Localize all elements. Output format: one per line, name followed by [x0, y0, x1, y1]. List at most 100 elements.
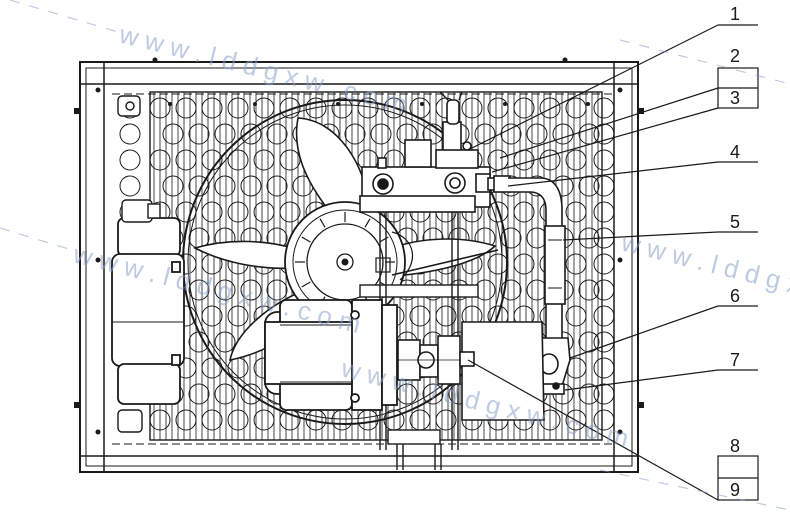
return-bend-right: [593, 97, 615, 119]
coil-tube: [240, 279, 262, 301]
coil-tube: [175, 409, 197, 431]
receiver-drier: [111, 217, 185, 405]
coil-tube: [578, 331, 600, 353]
coil-tube: [487, 253, 509, 275]
coil-tube: [214, 383, 236, 405]
return-bend-right: [593, 175, 615, 197]
coil-tube: [344, 123, 366, 145]
hub-bracket: [375, 231, 499, 281]
left-fittings: [117, 95, 161, 433]
coil-tube: [188, 175, 210, 197]
return-bend-right: [593, 201, 615, 223]
coil-tube: [422, 383, 444, 405]
coil-tube: [487, 97, 509, 119]
hub-tick: [319, 218, 326, 228]
return-bend-right: [593, 253, 615, 275]
coil-tube: [578, 279, 600, 301]
coil-tube: [578, 383, 600, 405]
coil-tube: [240, 383, 262, 405]
coil-tube: [279, 97, 301, 119]
return-bend-right: [593, 357, 615, 379]
coil-tube: [279, 201, 301, 223]
coil-tube: [526, 123, 548, 145]
coil-tube: [188, 279, 210, 301]
coil-tube: [409, 305, 431, 327]
coil-tube: [266, 123, 288, 145]
coil-tube: [578, 175, 600, 197]
coil-tube: [565, 305, 587, 327]
callout-1: 1: [730, 4, 740, 24]
coil-tube: [227, 97, 249, 119]
coil-tube: [201, 409, 223, 431]
callout-labels: 1 2 3 4 5 6 7 8 9: [730, 4, 740, 500]
return-bend-left: [119, 123, 141, 145]
coil-tube: [227, 149, 249, 171]
coil-tube: [435, 409, 457, 431]
coil-tube: [214, 123, 236, 145]
coil-tube: [539, 149, 561, 171]
return-bend-right: [593, 305, 615, 327]
coil-tube: [409, 409, 431, 431]
coil-tube: [565, 409, 587, 431]
coil-tube: [565, 97, 587, 119]
coil-tube: [331, 409, 353, 431]
return-bend-right: [593, 383, 615, 405]
return-bend-right: [593, 149, 615, 171]
coil-tube: [253, 149, 275, 171]
return-bend-left: [119, 175, 141, 197]
coil-tube: [565, 253, 587, 275]
coil-tube: [487, 201, 509, 223]
coil-tube: [487, 149, 509, 171]
callout-3: 3: [730, 88, 740, 108]
callout-4: 4: [730, 142, 740, 162]
coil-tube: [474, 123, 496, 145]
coil-tube: [201, 97, 223, 119]
coil-tube: [240, 123, 262, 145]
valve-block: [359, 99, 511, 213]
coil-tube: [201, 201, 223, 223]
hub-tick: [301, 236, 311, 243]
coil-tube: [214, 175, 236, 197]
callout-7: 7: [730, 350, 740, 370]
coil-tube: [370, 123, 392, 145]
coil-tube: [279, 149, 301, 171]
coil-tube: [461, 97, 483, 119]
coil-tube: [175, 97, 197, 119]
coil-tube: [188, 383, 210, 405]
callout-8: 8: [730, 436, 740, 456]
drive-motor: [264, 299, 398, 411]
hub-tick: [364, 218, 371, 228]
callout-6: 6: [730, 286, 740, 306]
right-housing: [461, 321, 560, 421]
lever-handle: [439, 91, 463, 101]
return-bend-right: [593, 279, 615, 301]
coil-tube: [175, 149, 197, 171]
coil-tube: [435, 305, 457, 327]
coil-tube: [162, 123, 184, 145]
coil-tube: [565, 201, 587, 223]
coil-tube: [500, 123, 522, 145]
coil-tube: [162, 175, 184, 197]
coil-tube: [214, 331, 236, 353]
callout-5: 5: [730, 212, 740, 232]
coil-tube: [240, 175, 262, 197]
coil-tube: [150, 149, 171, 171]
coil-tube: [357, 409, 379, 431]
callout-2: 2: [730, 46, 740, 66]
coil-tube: [383, 97, 405, 119]
watermark-right: w w w . l d d g x w . c o m: [618, 226, 790, 327]
coil-tube: [201, 357, 223, 379]
coil-tube: [188, 123, 210, 145]
callout-9: 9: [730, 480, 740, 500]
coil-tube: [253, 97, 275, 119]
coil-tube: [500, 227, 522, 249]
coil-tube: [565, 149, 587, 171]
coil-tube: [253, 201, 275, 223]
coil-tube: [500, 279, 522, 301]
coil-tube: [227, 305, 249, 327]
coil-tube: [539, 97, 561, 119]
coil-tube: [214, 279, 236, 301]
refrigerant-hose: [508, 177, 571, 395]
